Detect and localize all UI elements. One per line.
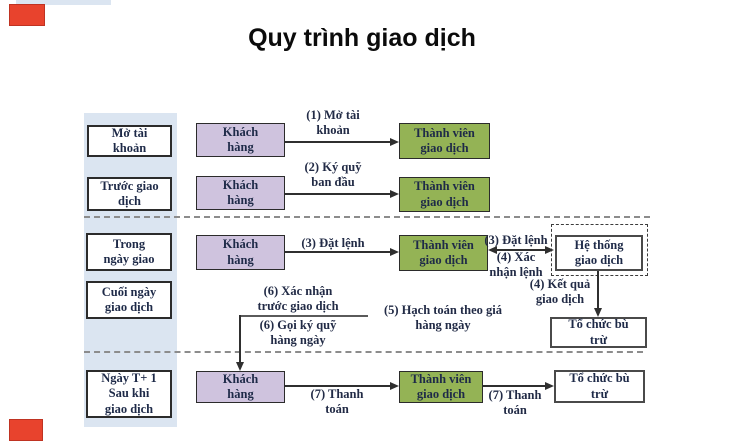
flow-arrow-6-hline [239,315,368,317]
flow-arrow-1-line [285,141,392,143]
red-marker-bottom-left [9,419,43,441]
flow-label-2: (2) Ký quỹ ban đầu [304,160,362,189]
member-box-row3: Thành viên giao dịch [399,235,488,271]
flow-arrow-4a-head [488,245,497,254]
flow-arrow-7b-line [483,385,547,387]
flow-arrow-1-head [390,137,399,146]
flow-label-3: (3) Đặt lệnh [301,236,365,250]
member-box-row5: Thành viên giao dịch [399,371,483,403]
stage-box-pre-trade: Trước giao dịch [87,177,172,211]
flow-arrow-6-vline [239,315,241,363]
top-blue-strip [16,0,111,5]
stage-box-t-plus-1: Ngày T+ 1 Sau khi giao dịch [86,370,172,418]
stage-box-during-day: Trong ngày giao [86,233,172,271]
flow-arrow-7b-head [545,381,554,390]
flow-arrow-7a-head [390,381,399,390]
flow-arrow-3b-head [545,245,554,254]
clearing-box-upper: Tổ chức bù trừ [550,317,647,348]
flow-label-4b: (4) Kết quả giao dịch [529,277,591,306]
stage-box-open-account: Mở tài khoản [87,125,172,157]
flow-label-7a: (7) Thanh toán [310,387,364,416]
dashed-separator-2 [84,351,643,353]
page-title: Quy trình giao dịch [248,24,476,52]
flow-arrow-3-head [390,247,399,256]
customer-box-row1: Khách hàng [196,123,285,157]
flow-arrow-7a-line [285,385,392,387]
member-box-row1: Thành viên giao dịch [399,123,490,159]
customer-box-row2: Khách hàng [196,176,285,210]
flow-arrow-2-head [390,189,399,198]
flow-label-5: (5) Hạch toán theo giá hàng ngày [383,303,503,332]
flow-arrow-3-line [285,251,392,253]
customer-box-row3: Khách hàng [196,235,285,270]
dashed-separator-1 [84,216,650,218]
stage-box-end-of-day: Cuối ngày giao dịch [86,281,172,319]
flow-arrow-6-head [235,362,244,371]
red-marker-top-left [9,4,45,26]
clearing-box-lower: Tổ chức bù trừ [554,370,645,403]
flow-label-6a: (6) Xác nhận trước giao dịch [257,284,339,313]
flow-label-7b: (7) Thanh toán [488,388,542,417]
flow-arrow-2-line [285,193,392,195]
flow-arrow-4b-head [593,308,602,317]
flow-label-6b: (6) Gọi ký quỹ hàng ngày [259,318,337,347]
system-box: Hệ thống giao dịch [555,235,643,271]
flow-arrow-4b-line [597,271,599,309]
flow-arrow-3b-4a-line [496,249,546,251]
customer-box-row5: Khách hàng [196,371,285,403]
flow-label-4a: (4) Xác nhận lệnh [489,250,543,279]
flow-label-3b: (3) Đặt lệnh [484,233,548,247]
member-box-row2: Thành viên giao dịch [399,177,490,212]
flow-label-1: (1) Mở tài khoản [306,108,360,137]
